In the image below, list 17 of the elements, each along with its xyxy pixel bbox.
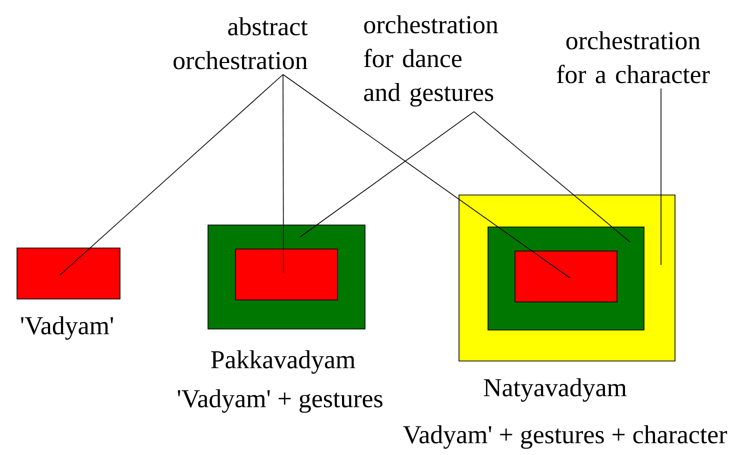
callout-text: orchestration for a character bbox=[556, 31, 710, 84]
leader-line bbox=[300, 111, 474, 238]
node-label: 'Vadyam' bbox=[21, 316, 114, 340]
callout-text: abstract orchestration bbox=[174, 17, 308, 70]
leader-line bbox=[282, 74, 570, 278]
leader-line bbox=[660, 88, 662, 266]
node-label: Vadyam' + gestures + character bbox=[403, 425, 728, 449]
node-label: 'Vadyam' + gestures bbox=[178, 389, 382, 413]
leader-line bbox=[282, 74, 284, 274]
leader-line bbox=[60, 74, 284, 276]
rectangle bbox=[16, 248, 120, 300]
rectangle bbox=[514, 250, 618, 302]
node-label: Pakkavadyam bbox=[211, 350, 356, 374]
callout-text: orchestration for dance and gestures bbox=[364, 15, 498, 106]
node-label: Natyavadyam bbox=[484, 378, 627, 402]
leader-line bbox=[474, 111, 630, 242]
rectangle bbox=[235, 248, 338, 300]
